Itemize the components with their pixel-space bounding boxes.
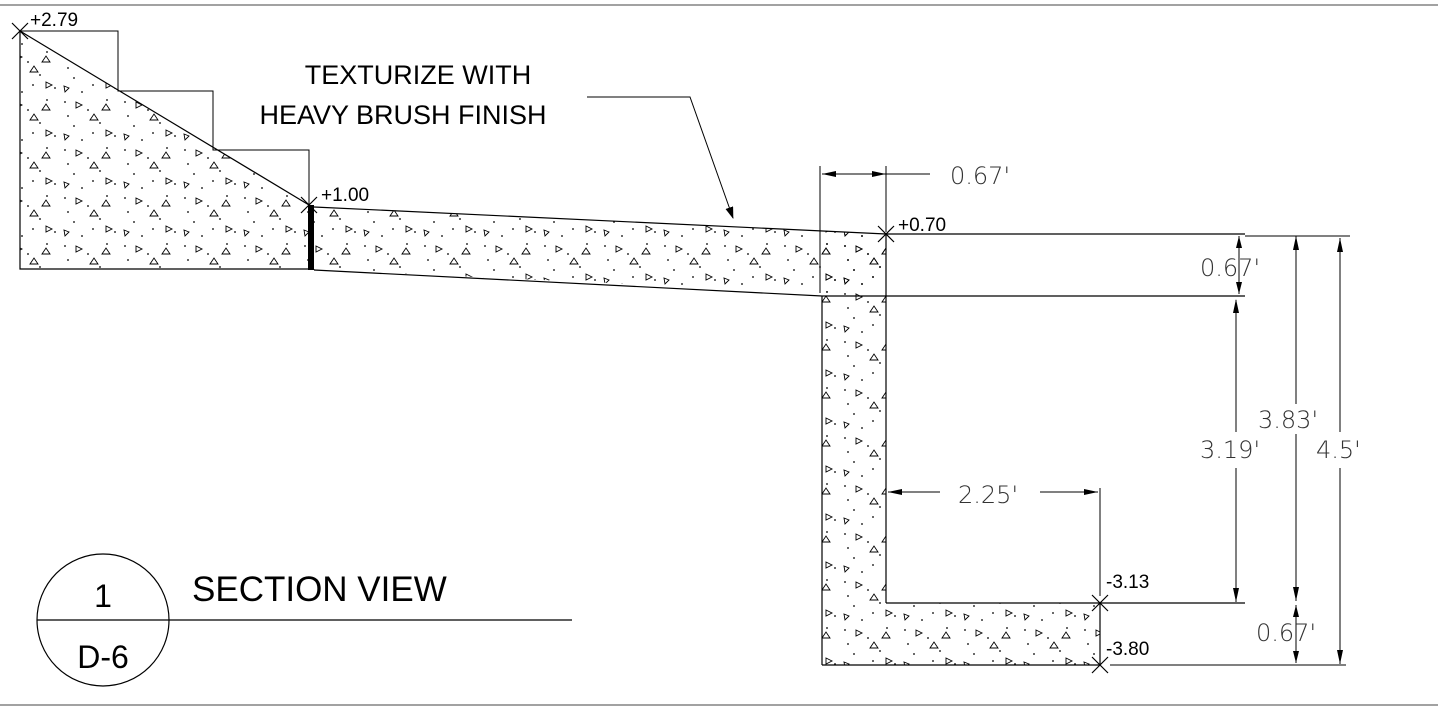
title-name: SECTION VIEW — [192, 570, 447, 609]
note-line-2: HEAVY BRUSH FINISH — [259, 100, 546, 130]
dim-arrow — [1236, 236, 1242, 294]
elevation-slab-start: +1.00 — [321, 185, 369, 206]
elevation-marker-icon — [11, 22, 1109, 674]
slab-hatch — [314, 207, 886, 295]
elevation-floor-top: -3.13 — [1106, 572, 1149, 593]
dim-arrow — [1293, 605, 1299, 663]
dim-arrow — [822, 171, 886, 177]
dim-floor-thickness: 0.67' — [1256, 619, 1316, 647]
dim-wall-thickness: 0.67' — [950, 162, 1010, 190]
note-line-1: TEXTURIZE WITH — [305, 60, 531, 90]
elevation-floor-bottom: -3.80 — [1106, 639, 1149, 660]
title-number: 1 — [94, 578, 112, 614]
title-sheet: D-6 — [77, 639, 129, 675]
note-leader — [587, 96, 734, 219]
dim-inner-width: 2.25' — [958, 481, 1018, 509]
dim-height-to-floor: 3.83' — [1258, 406, 1318, 434]
embankment-hatch — [20, 31, 309, 269]
slab-bottom — [313, 269, 823, 297]
dim-slab-thickness: 0.67' — [1200, 254, 1260, 282]
expansion-joint — [308, 205, 314, 270]
dim-total-height: 4.5' — [1316, 436, 1361, 464]
dim-inner-height: 3.19' — [1200, 436, 1260, 464]
wall-hatch — [822, 234, 1100, 665]
elevation-wall-top: +0.70 — [898, 215, 946, 236]
embankment-outline — [19, 31, 309, 270]
embankment-slope — [19, 30, 310, 206]
elevation-top-left: +2.79 — [30, 10, 78, 31]
slab-top — [313, 206, 887, 235]
embankment-steps — [20, 30, 310, 205]
